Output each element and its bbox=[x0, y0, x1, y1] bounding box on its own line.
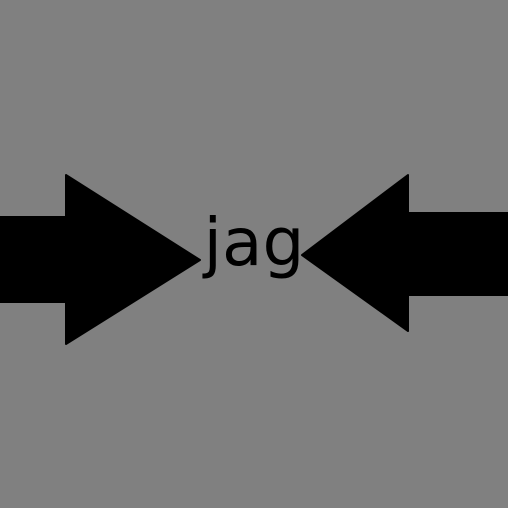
center-word: jag bbox=[203, 204, 305, 281]
left-arrow-icon bbox=[0, 174, 201, 345]
right-arrow-icon bbox=[301, 174, 508, 332]
